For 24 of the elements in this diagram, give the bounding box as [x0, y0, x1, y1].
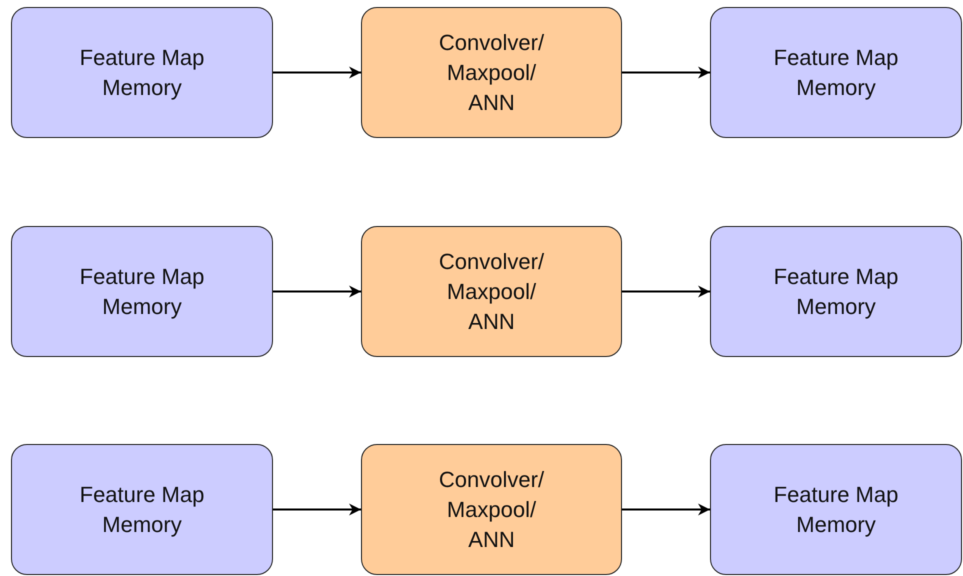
process-box [710, 226, 962, 357]
process-box [361, 444, 622, 575]
box-label: Convolver/ Maxpool/ ANN [438, 248, 546, 336]
process-box [11, 444, 273, 575]
box-label: Feature Map Memory [78, 44, 206, 102]
process-box [361, 226, 622, 357]
arrow [273, 66, 361, 78]
arrow [273, 504, 361, 516]
arrow [273, 286, 361, 298]
process-box [11, 7, 273, 138]
box-label: Feature Map Memory [772, 44, 900, 102]
arrow [622, 504, 710, 516]
process-box [11, 226, 273, 357]
process-box [710, 7, 962, 138]
box-label: Feature Map Memory [78, 262, 206, 321]
process-box [361, 7, 622, 138]
box-label: Feature Map Memory [772, 262, 900, 321]
box-label: Feature Map Memory [78, 480, 206, 539]
arrow [622, 66, 710, 78]
process-box [710, 444, 962, 575]
arrow [622, 286, 710, 298]
box-label: Convolver/ Maxpool/ ANN [438, 466, 546, 554]
box-label: Convolver/ Maxpool/ ANN [438, 28, 546, 116]
box-label: Feature Map Memory [772, 480, 900, 539]
